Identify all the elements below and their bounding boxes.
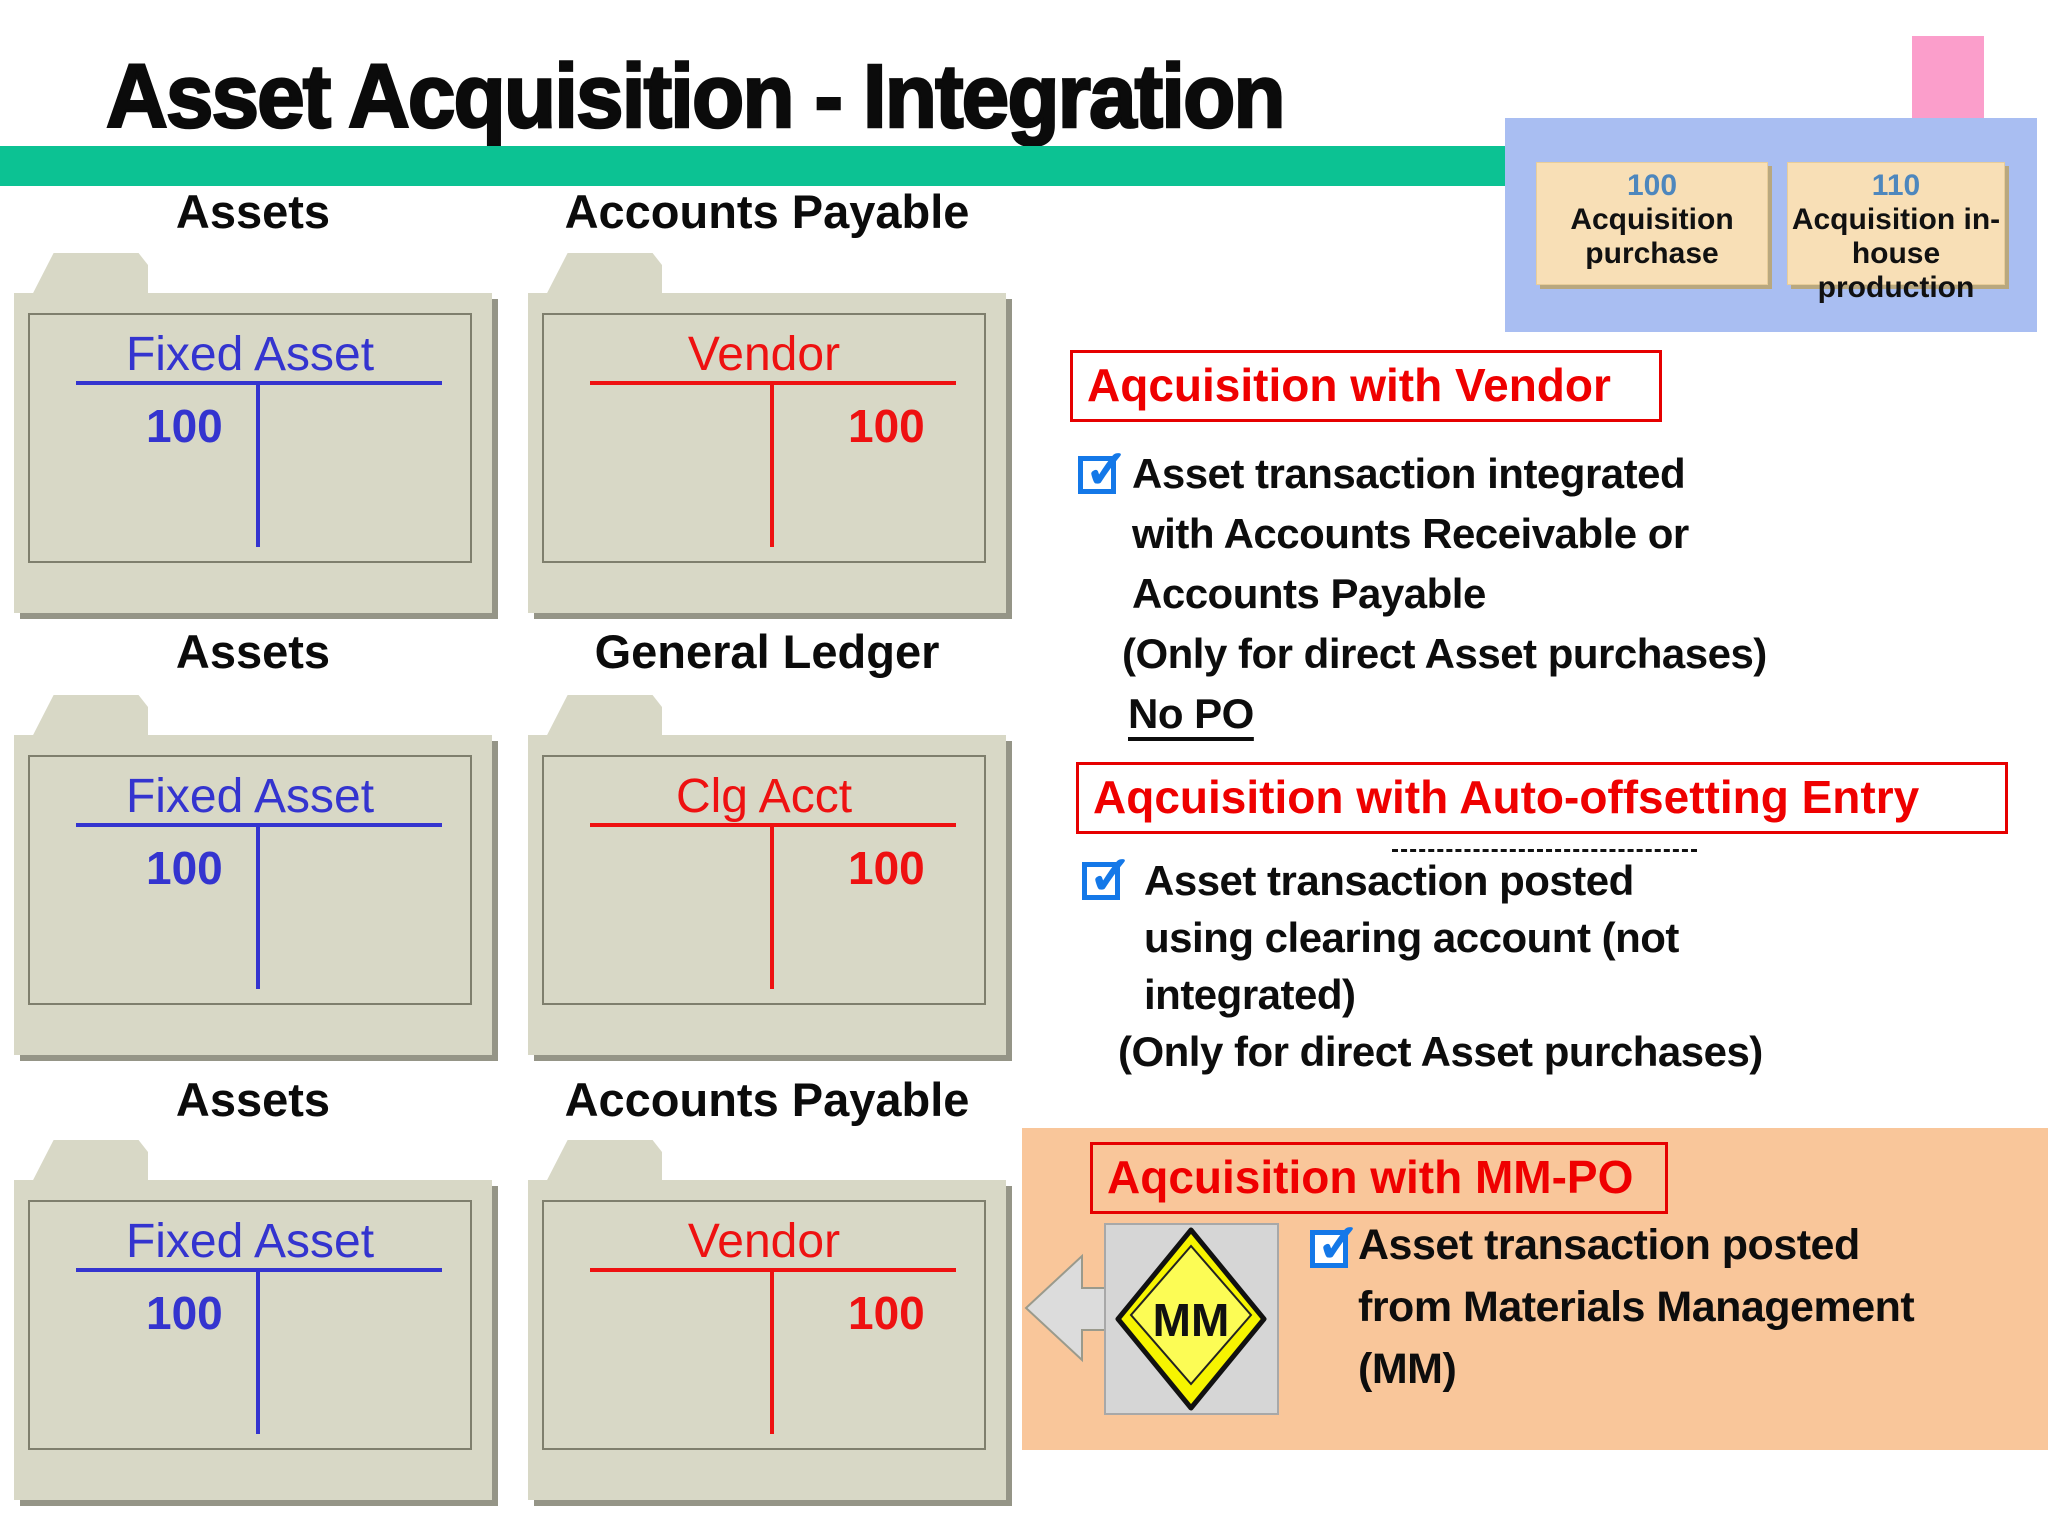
- check-icon: ✓: [1084, 440, 1130, 500]
- debit-amount: 100: [146, 842, 223, 894]
- legend-acquisition-inhouse: 110 Acquisition in- house production: [1787, 162, 2005, 304]
- acquisition-types-panel: 100 Acquisition purchase 110 Acquisition…: [1505, 118, 2037, 332]
- text-line: (Only for direct Asset purchases): [1118, 1028, 1763, 1075]
- folder-vendor-row1: Vendor 100: [528, 253, 1006, 613]
- folder-body: Vendor 100: [528, 293, 1006, 613]
- header-assets-row3: Assets: [175, 1073, 331, 1126]
- credit-amount: 100: [848, 1287, 925, 1339]
- section-title-mm-po: Aqcuisition with MM-PO: [1090, 1142, 1668, 1214]
- transaction-code: 110: [1871, 169, 1921, 202]
- transaction-code: 100: [1626, 169, 1678, 202]
- folder-body: Fixed Asset 100: [14, 293, 492, 613]
- header-general-ledger-row2: General Ledger: [594, 625, 940, 678]
- t-account-stem-line: [770, 825, 774, 989]
- mm-diamond-facet: [1129, 1244, 1253, 1386]
- account-name: Fixed Asset: [125, 1215, 375, 1268]
- folder-vendor-row3: Vendor 100: [528, 1140, 1006, 1500]
- debit-amount: 100: [146, 400, 223, 452]
- account-name: Fixed Asset: [125, 328, 375, 381]
- legend-acquisition-purchase: 100 Acquisition purchase: [1536, 162, 1768, 285]
- text-line: (MM): [1358, 1345, 1457, 1393]
- title-underline-bar: [0, 146, 1506, 186]
- t-account-fixed-asset: Fixed Asset 100: [28, 755, 472, 1005]
- text-line: integrated): [1144, 971, 1356, 1018]
- credit-amount: 100: [848, 400, 925, 452]
- check-icon: ✓: [1316, 1214, 1362, 1274]
- text-line: Asset transaction integrated: [1132, 450, 1686, 497]
- debit-amount: 100: [146, 1287, 223, 1339]
- checkbox-section3: ✓: [1310, 1217, 1361, 1271]
- section-title-vendor: Aqcuisition with Vendor: [1070, 350, 1662, 422]
- section1-text: Asset transaction integrated with Accoun…: [1122, 444, 1767, 744]
- t-account-vendor: Vendor 100: [542, 1200, 986, 1450]
- dashed-line-decoration: [1392, 849, 1697, 852]
- mm-module-icon: MM: [1024, 1223, 1279, 1415]
- t-account-stem-line: [256, 383, 260, 547]
- page-title: Asset Acquisition - Integration: [105, 47, 1287, 147]
- t-account-stem-line: [770, 1270, 774, 1434]
- legend-label: Acquisition purchase: [1570, 203, 1734, 270]
- text-line: Asset transaction posted: [1144, 857, 1634, 904]
- header-accounts-payable-row3: Accounts Payable: [564, 1073, 970, 1126]
- text-line: Asset transaction posted: [1358, 1221, 1860, 1269]
- t-account-clearing: Clg Acct 100: [542, 755, 986, 1005]
- t-account-vendor: Vendor 100: [542, 313, 986, 563]
- pink-bookmark-tab: [1912, 36, 1984, 124]
- folder-fixed-asset-row2: Fixed Asset 100: [14, 695, 492, 1055]
- account-name: Clg Acct: [675, 770, 853, 823]
- account-name: Fixed Asset: [125, 770, 375, 823]
- t-account-stem-line: [256, 825, 260, 989]
- folder-clearing-account-row2: Clg Acct 100: [528, 695, 1006, 1055]
- text-line: (Only for direct Asset purchases): [1122, 630, 1767, 677]
- folder-body: Clg Acct 100: [528, 735, 1006, 1055]
- t-account-stem-line: [770, 383, 774, 547]
- folder-body: Fixed Asset 100: [14, 1180, 492, 1500]
- folder-body: Vendor 100: [528, 1180, 1006, 1500]
- checkbox-section2: ✓: [1082, 849, 1133, 903]
- section2-text: Asset transaction posted using clearing …: [1118, 852, 1763, 1080]
- t-account-fixed-asset: Fixed Asset 100: [28, 313, 472, 563]
- checkbox-section1: ✓: [1078, 443, 1129, 497]
- account-name: Vendor: [687, 1215, 841, 1268]
- folder-tab: [30, 695, 148, 741]
- folder-tab: [544, 695, 662, 741]
- check-icon: ✓: [1088, 846, 1134, 906]
- folder-tab: [544, 253, 662, 299]
- header-assets-row2: Assets: [175, 625, 331, 678]
- section3-text: Asset transaction posted from Materials …: [1358, 1214, 1915, 1400]
- section-title-auto-offsetting: Aqcuisition with Auto-offsetting Entry: [1076, 762, 2008, 834]
- credit-amount: 100: [848, 842, 925, 894]
- text-line-no-po: No PO: [1128, 690, 1254, 737]
- legend-label: Acquisition in- house production: [1791, 203, 2001, 304]
- folder-body: Fixed Asset 100: [14, 735, 492, 1055]
- header-assets-row1: Assets: [175, 185, 331, 238]
- t-account-fixed-asset: Fixed Asset 100: [28, 1200, 472, 1450]
- mm-icon-label: MM: [1153, 1294, 1230, 1346]
- t-account-stem-line: [256, 1270, 260, 1434]
- header-accounts-payable-row1: Accounts Payable: [564, 185, 970, 238]
- text-line: with Accounts Receivable or: [1132, 510, 1689, 557]
- folder-fixed-asset-row1: Fixed Asset 100: [14, 253, 492, 613]
- account-name: Vendor: [687, 328, 841, 381]
- text-line: from Materials Management: [1358, 1283, 1915, 1331]
- text-line: Accounts Payable: [1132, 570, 1486, 617]
- text-line: using clearing account (not: [1144, 914, 1679, 961]
- folder-fixed-asset-row3: Fixed Asset 100: [14, 1140, 492, 1500]
